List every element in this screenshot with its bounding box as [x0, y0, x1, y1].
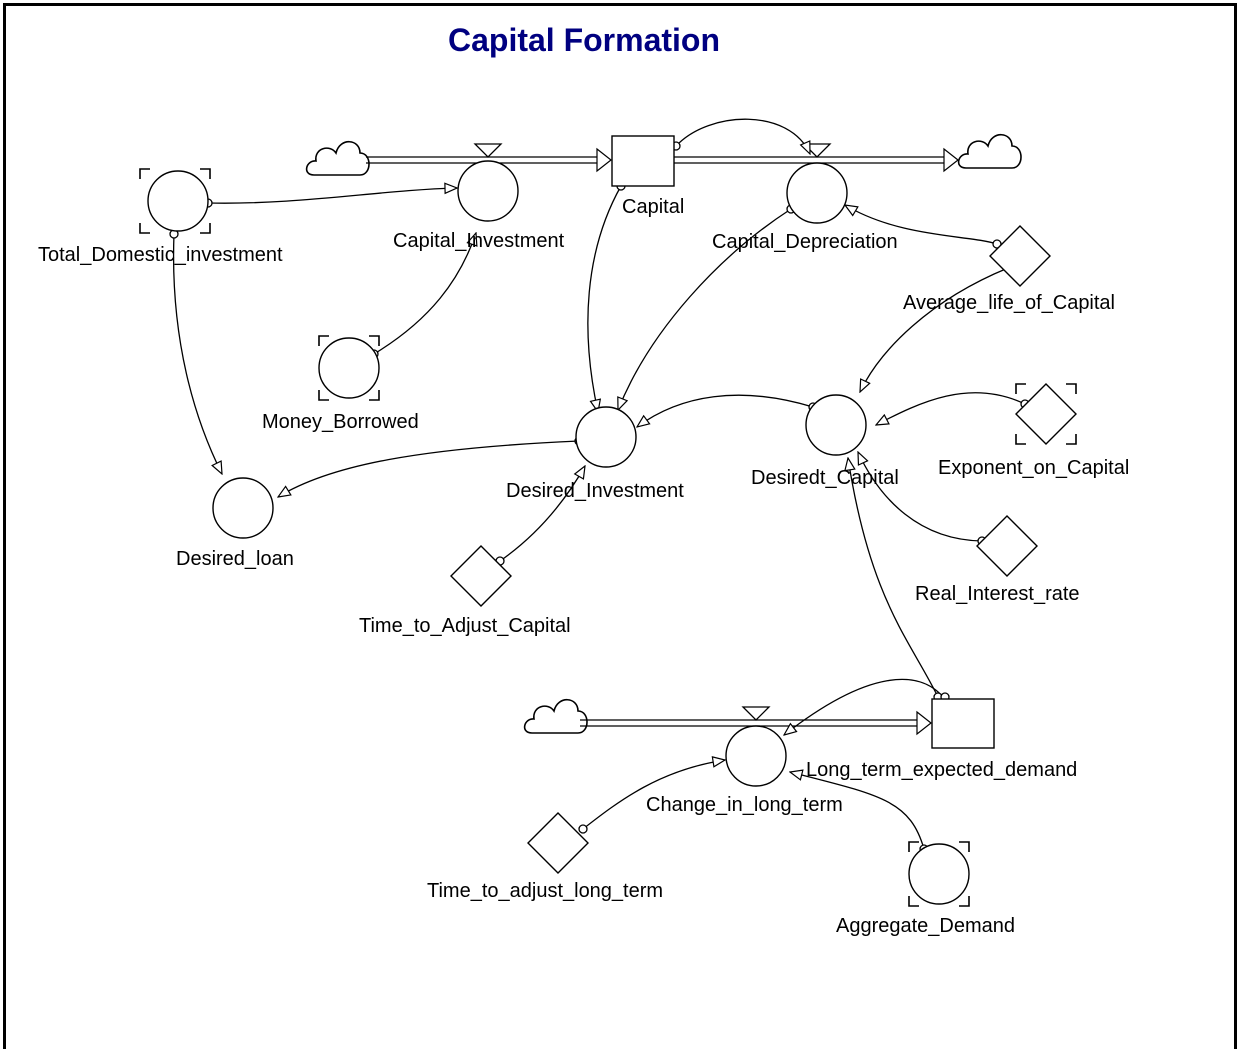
stock-long-term-expected-demand[interactable]: Long_term_expected_demand — [806, 698, 1077, 781]
const-real-interest-rate-label: Real_Interest_rate — [915, 583, 1080, 605]
flow-capital-investment-label: Capital_Investment — [393, 230, 565, 252]
stock-long-term-expected-demand-label: Long_term_expected_demand — [806, 759, 1077, 781]
const-average-life-of-capital[interactable]: Average_life_of_Capital — [903, 225, 1115, 314]
aux-total-domestic-investment[interactable]: Total_Domestic_investment — [38, 168, 283, 266]
flow-capital-depreciation-label: Capital_Depreciation — [712, 231, 898, 253]
const-time-to-adjust-long-term[interactable]: Time_to_adjust_long_term — [427, 812, 663, 902]
valve-icon — [473, 143, 503, 158]
aux-aggregate-demand-label: Aggregate_Demand — [836, 915, 1015, 937]
flow-change-in-long-term[interactable]: Change_in_long_term — [646, 725, 843, 816]
diagram-title: Capital Formation — [447, 22, 720, 58]
stock-capital-label: Capital — [622, 196, 684, 218]
aux-total-domestic-investment-label: Total_Domestic_investment — [38, 244, 283, 266]
sink-cloud-icon — [957, 133, 1022, 169]
flow-capital-investment[interactable]: Capital_Investment — [393, 160, 565, 252]
aux-desiredt-capital[interactable]: Desiredt_Capital — [751, 394, 899, 489]
const-average-life-of-capital-label: Average_life_of_Capital — [903, 292, 1115, 314]
aux-desired-investment[interactable]: Desired_Investment — [506, 406, 684, 502]
const-time-to-adjust-long-term-label: Time_to_adjust_long_term — [427, 880, 663, 902]
flow-change-in-long-term-label: Change_in_long_term — [646, 794, 843, 816]
source-cloud-icon — [305, 140, 370, 176]
const-exponent-on-capital[interactable]: Exponent_on_Capital — [938, 383, 1129, 479]
source-cloud-icon — [523, 698, 588, 734]
const-real-interest-rate[interactable]: Real_Interest_rate — [915, 515, 1080, 605]
aux-desired-loan[interactable]: Desired_loan — [176, 477, 294, 570]
aux-desiredt-capital-label: Desiredt_Capital — [751, 467, 899, 489]
const-exponent-on-capital-label: Exponent_on_Capital — [938, 457, 1129, 479]
stock-capital[interactable]: Capital — [611, 135, 684, 218]
flow-pipe-capital-depreciation — [674, 147, 959, 173]
diagram-frame — [3, 3, 1237, 1049]
flow-capital-depreciation[interactable]: Capital_Depreciation — [712, 162, 898, 253]
aux-desired-investment-label: Desired_Investment — [506, 480, 684, 502]
connectors — [172, 118, 1026, 850]
aux-money-borrowed[interactable]: Money_Borrowed — [262, 335, 419, 433]
const-time-to-adjust-capital[interactable]: Time_to_Adjust_Capital — [359, 545, 571, 637]
aux-desired-loan-label: Desired_loan — [176, 548, 294, 570]
aux-aggregate-demand[interactable]: Aggregate_Demand — [836, 841, 1015, 937]
aux-money-borrowed-label: Money_Borrowed — [262, 411, 419, 433]
const-time-to-adjust-capital-label: Time_to_Adjust_Capital — [359, 615, 571, 637]
valve-icon — [741, 706, 771, 721]
